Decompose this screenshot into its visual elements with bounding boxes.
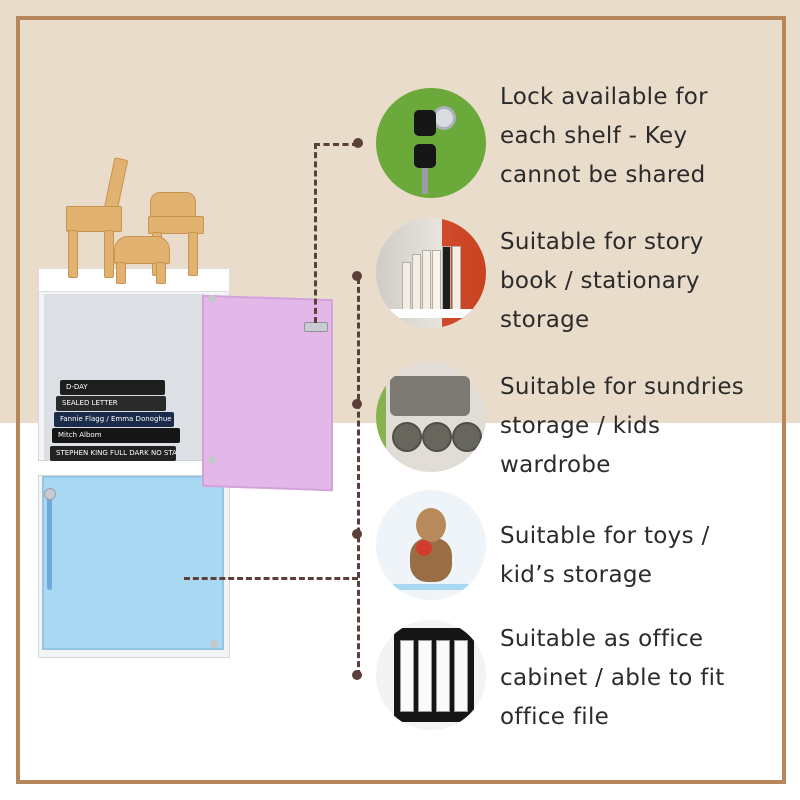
feature-lock-text: Lock available for each shelf - Key cann… <box>500 78 780 195</box>
decorative-frame <box>16 16 786 784</box>
feature-line: cabinet / able to fit <box>500 665 725 691</box>
feature-line: wardrobe <box>500 452 611 478</box>
folded-towels-photo-icon <box>376 362 486 472</box>
feature-office-text: Suitable as office cabinet / able to fit… <box>500 620 780 737</box>
hinge-icon <box>208 295 216 303</box>
feature-line: Suitable as office <box>500 626 704 652</box>
feature-line: book / stationary <box>500 268 700 294</box>
feature-toys-text: Suitable for toys / kid’s storage <box>500 517 780 595</box>
story-books-photo-icon <box>376 218 486 328</box>
feature-line: storage / kids <box>500 413 661 439</box>
lock-key-photo-icon <box>376 88 486 198</box>
plush-toy-photo-icon <box>376 490 486 600</box>
feature-sundries-text: Suitable for sundries storage / kids war… <box>500 368 780 485</box>
feature-line: Lock available for <box>500 84 708 110</box>
feature-line: Suitable for toys / <box>500 523 710 549</box>
cabinet-top <box>38 268 230 292</box>
blue-door <box>42 476 224 650</box>
feature-line: storage <box>500 307 590 333</box>
book-spine: Fannie Flagg / Emma Donoghue <box>54 412 174 427</box>
book-spine: SEALED LETTER <box>56 396 166 411</box>
book-spine: D-DAY <box>60 380 165 395</box>
book-spine: STEPHEN KING FULL DARK NO STARS <box>50 446 176 461</box>
feature-line: office file <box>500 704 610 730</box>
feature-line: kid’s storage <box>500 562 653 588</box>
blue-door-handle <box>47 494 52 590</box>
hinge-icon <box>210 640 218 648</box>
hinge-icon <box>208 456 216 464</box>
blue-door-lock-icon <box>44 488 56 500</box>
pink-door-lock-icon <box>304 322 328 332</box>
feature-line: cannot be shared <box>500 162 706 188</box>
feature-line: each shelf - Key <box>500 123 688 149</box>
feature-line: Suitable for story <box>500 229 704 255</box>
book-spine: Mitch Albom <box>52 428 180 443</box>
feature-line: Suitable for sundries <box>500 374 745 400</box>
office-files-photo-icon <box>376 620 486 730</box>
feature-books-text: Suitable for story book / stationary sto… <box>500 223 780 340</box>
